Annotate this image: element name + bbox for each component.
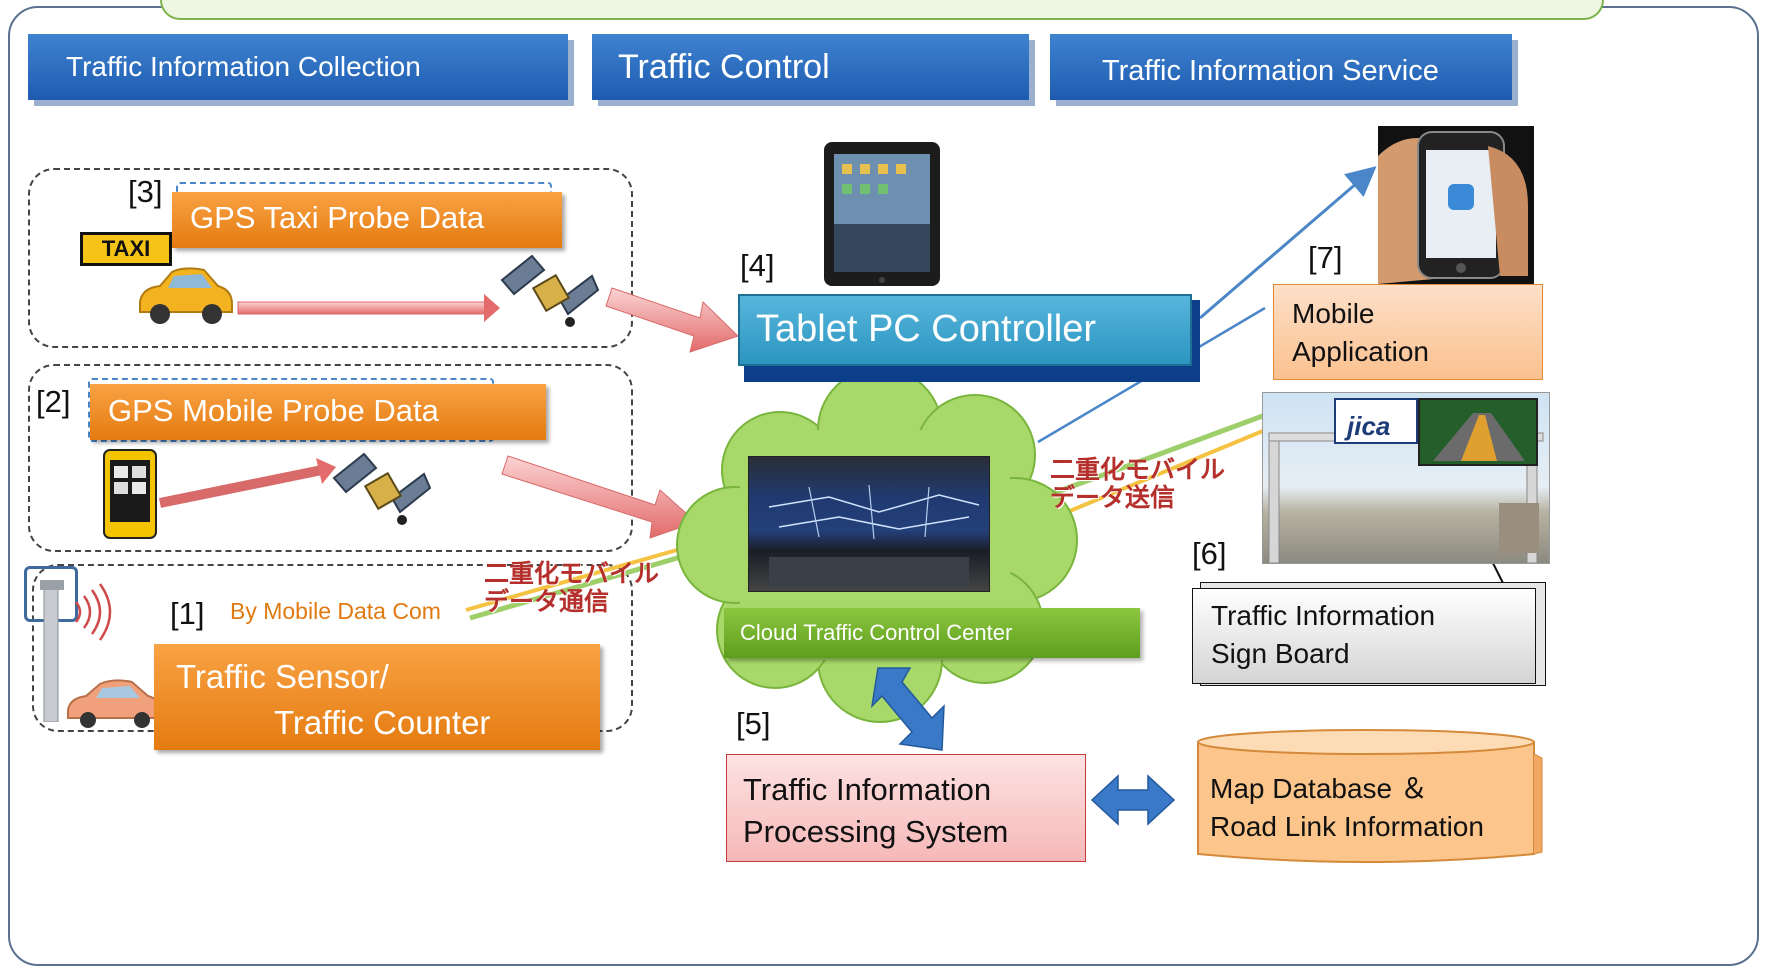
processing-system-line1: Traffic Information	[743, 772, 992, 807]
header-traffic-control: Traffic Control	[592, 34, 1029, 100]
cloud-traffic-control-center-box: Cloud Traffic Control Center	[724, 608, 1140, 658]
tablet-pc-controller-label: Tablet PC Controller	[756, 308, 1097, 350]
taxi-sign-text: TAXI	[101, 236, 151, 261]
gps-taxi-probe-data-box: GPS Taxi Probe Data	[172, 192, 562, 248]
signboard-photo: jica	[1262, 392, 1550, 564]
wireless-link-left	[465, 538, 713, 621]
mobile-application-box: Mobile Application	[1273, 284, 1543, 380]
traffic-sensor-pole-icon	[40, 580, 112, 722]
tablet-to-phone-arrow	[1199, 166, 1377, 320]
node-3-number: [3]	[128, 174, 163, 209]
probe-to-cloud-arrow	[501, 455, 697, 539]
signboard-gantry	[1268, 398, 1544, 563]
cloud-traffic-control-center-label: Cloud Traffic Control Center	[740, 620, 1013, 645]
traffic-counter-label: Traffic Counter	[274, 704, 491, 741]
jp-right-line2: データ送信	[1050, 483, 1176, 512]
jica-logo: jica	[1347, 411, 1391, 441]
group-mobile-probe	[28, 364, 633, 552]
mobile-to-satellite-arrow	[159, 458, 336, 508]
sign-board-line2: Sign Board	[1211, 638, 1350, 669]
node-5-number: [5]	[736, 706, 771, 741]
header-control-label: Traffic Control	[618, 47, 830, 86]
probe-to-tablet-arrow	[605, 287, 739, 353]
node-1-number: [1]	[170, 596, 205, 631]
gps-mobile-probe-data-label: GPS Mobile Probe Data	[108, 393, 439, 428]
node-2-number: [2]	[36, 384, 71, 419]
traffic-sensor-label: Traffic Sensor/	[176, 658, 389, 695]
wireless-link-right	[1045, 411, 1271, 522]
traffic-information-processing-system-box: Traffic Information Processing System	[726, 754, 1086, 862]
jp-left-line1: 二重化モバイル	[484, 559, 660, 588]
taxi-car-icon	[139, 267, 233, 324]
cloud-processing-double-arrow	[870, 667, 945, 751]
traffic-information-sign-board-box: Traffic Information Sign Board	[1192, 588, 1536, 684]
map-database-line1: Map Database ＆	[1210, 773, 1428, 804]
group-taxi-probe	[28, 168, 633, 348]
gps-mobile-probe-data-box: GPS Mobile Probe Data	[90, 384, 546, 440]
map-database-line2: Road Link Information	[1210, 811, 1484, 842]
traffic-sensor-counter-box: Traffic Sensor/ Traffic Counter	[154, 644, 600, 750]
node-7-number: [7]	[1308, 240, 1343, 275]
tablet-pc-controller-box: Tablet PC Controller	[738, 294, 1192, 366]
jp-annotation-right: 二重化モバイル データ送信	[1050, 456, 1225, 512]
header-traffic-information-collection: Traffic Information Collection	[28, 34, 568, 100]
mobile-application-line1: Mobile	[1292, 298, 1375, 329]
hand-phone-illustration	[1378, 131, 1528, 284]
car-icon	[67, 679, 163, 728]
header-collection-label: Traffic Information Collection	[66, 51, 421, 82]
processing-database-double-arrow	[1090, 774, 1176, 826]
taxi-to-satellite-arrow	[237, 294, 500, 322]
by-mobile-data-com-label: By Mobile Data Com	[230, 598, 441, 624]
gps-taxi-probe-data-label: GPS Taxi Probe Data	[190, 200, 485, 235]
mobile-application-line2: Application	[1292, 336, 1429, 367]
header-service-label: Traffic Information Service	[1102, 54, 1439, 87]
processing-system-line2: Processing System	[743, 814, 1009, 849]
taxi-sign-icon: TAXI	[80, 232, 172, 266]
hand-phone-photo	[1378, 126, 1534, 284]
node-4-number: [4]	[740, 248, 775, 283]
satellite-icon-taxi	[500, 254, 600, 327]
control-room-photo	[748, 456, 990, 592]
jp-annotation-left: 二重化モバイル データ通信	[484, 560, 659, 616]
smartphone-icon	[103, 449, 157, 539]
jp-right-line1: 二重化モバイル	[1050, 455, 1226, 484]
map-database-cylinder-icon	[1197, 729, 1543, 863]
control-room-map-lines	[768, 484, 980, 587]
tablet-device-icon	[824, 142, 940, 286]
map-database-text: Map Database ＆ Road Link Information	[1210, 770, 1530, 846]
satellite-icon-mobile	[332, 452, 432, 525]
sign-board-line1: Traffic Information	[1211, 600, 1436, 631]
header-traffic-information-service: Traffic Information Service	[1050, 34, 1512, 100]
node-6-number: [6]	[1192, 536, 1227, 571]
jp-left-line2: データ通信	[484, 587, 610, 616]
